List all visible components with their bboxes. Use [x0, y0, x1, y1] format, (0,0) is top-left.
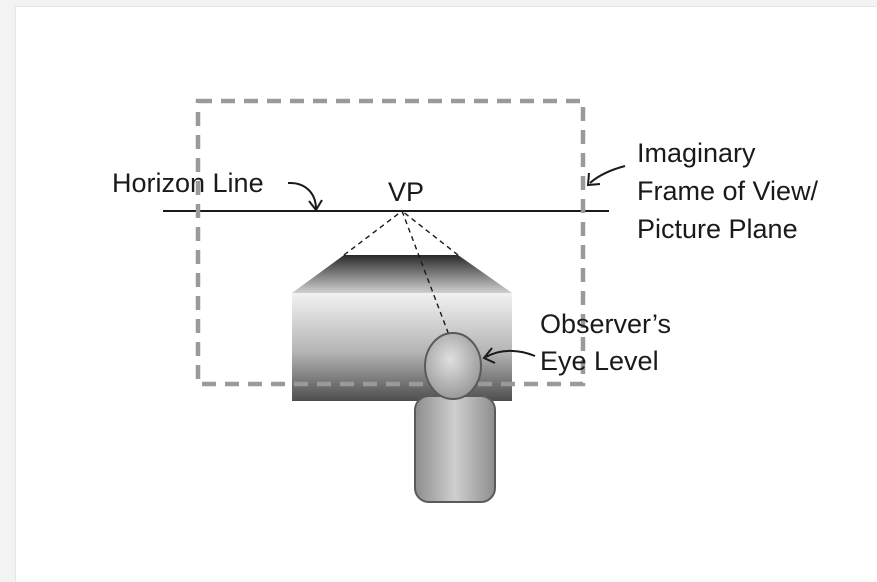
vp-label: VP	[388, 177, 424, 207]
frame-label-line-2: Frame of View/	[637, 176, 819, 206]
picture-plane-frame	[195, 98, 586, 387]
sight-line	[401, 210, 453, 344]
horizon-line-label: Horizon Line	[112, 168, 264, 198]
vp-line-left	[343, 210, 403, 256]
box-top-face	[292, 255, 512, 293]
vp-line-right	[401, 210, 459, 256]
frame-label-line-3: Picture Plane	[637, 214, 798, 244]
observer-label-line-1: Observer’s	[540, 309, 671, 339]
observer-head	[424, 332, 482, 400]
horizon-arrow	[287, 181, 323, 212]
frame-label-line-1: Imaginary	[637, 138, 756, 168]
frame-arrow	[586, 165, 626, 187]
observer-body	[414, 395, 496, 503]
observer-label-line-2: Eye Level	[540, 346, 659, 376]
eye-arrow	[482, 347, 536, 364]
observer-figure	[414, 332, 496, 503]
